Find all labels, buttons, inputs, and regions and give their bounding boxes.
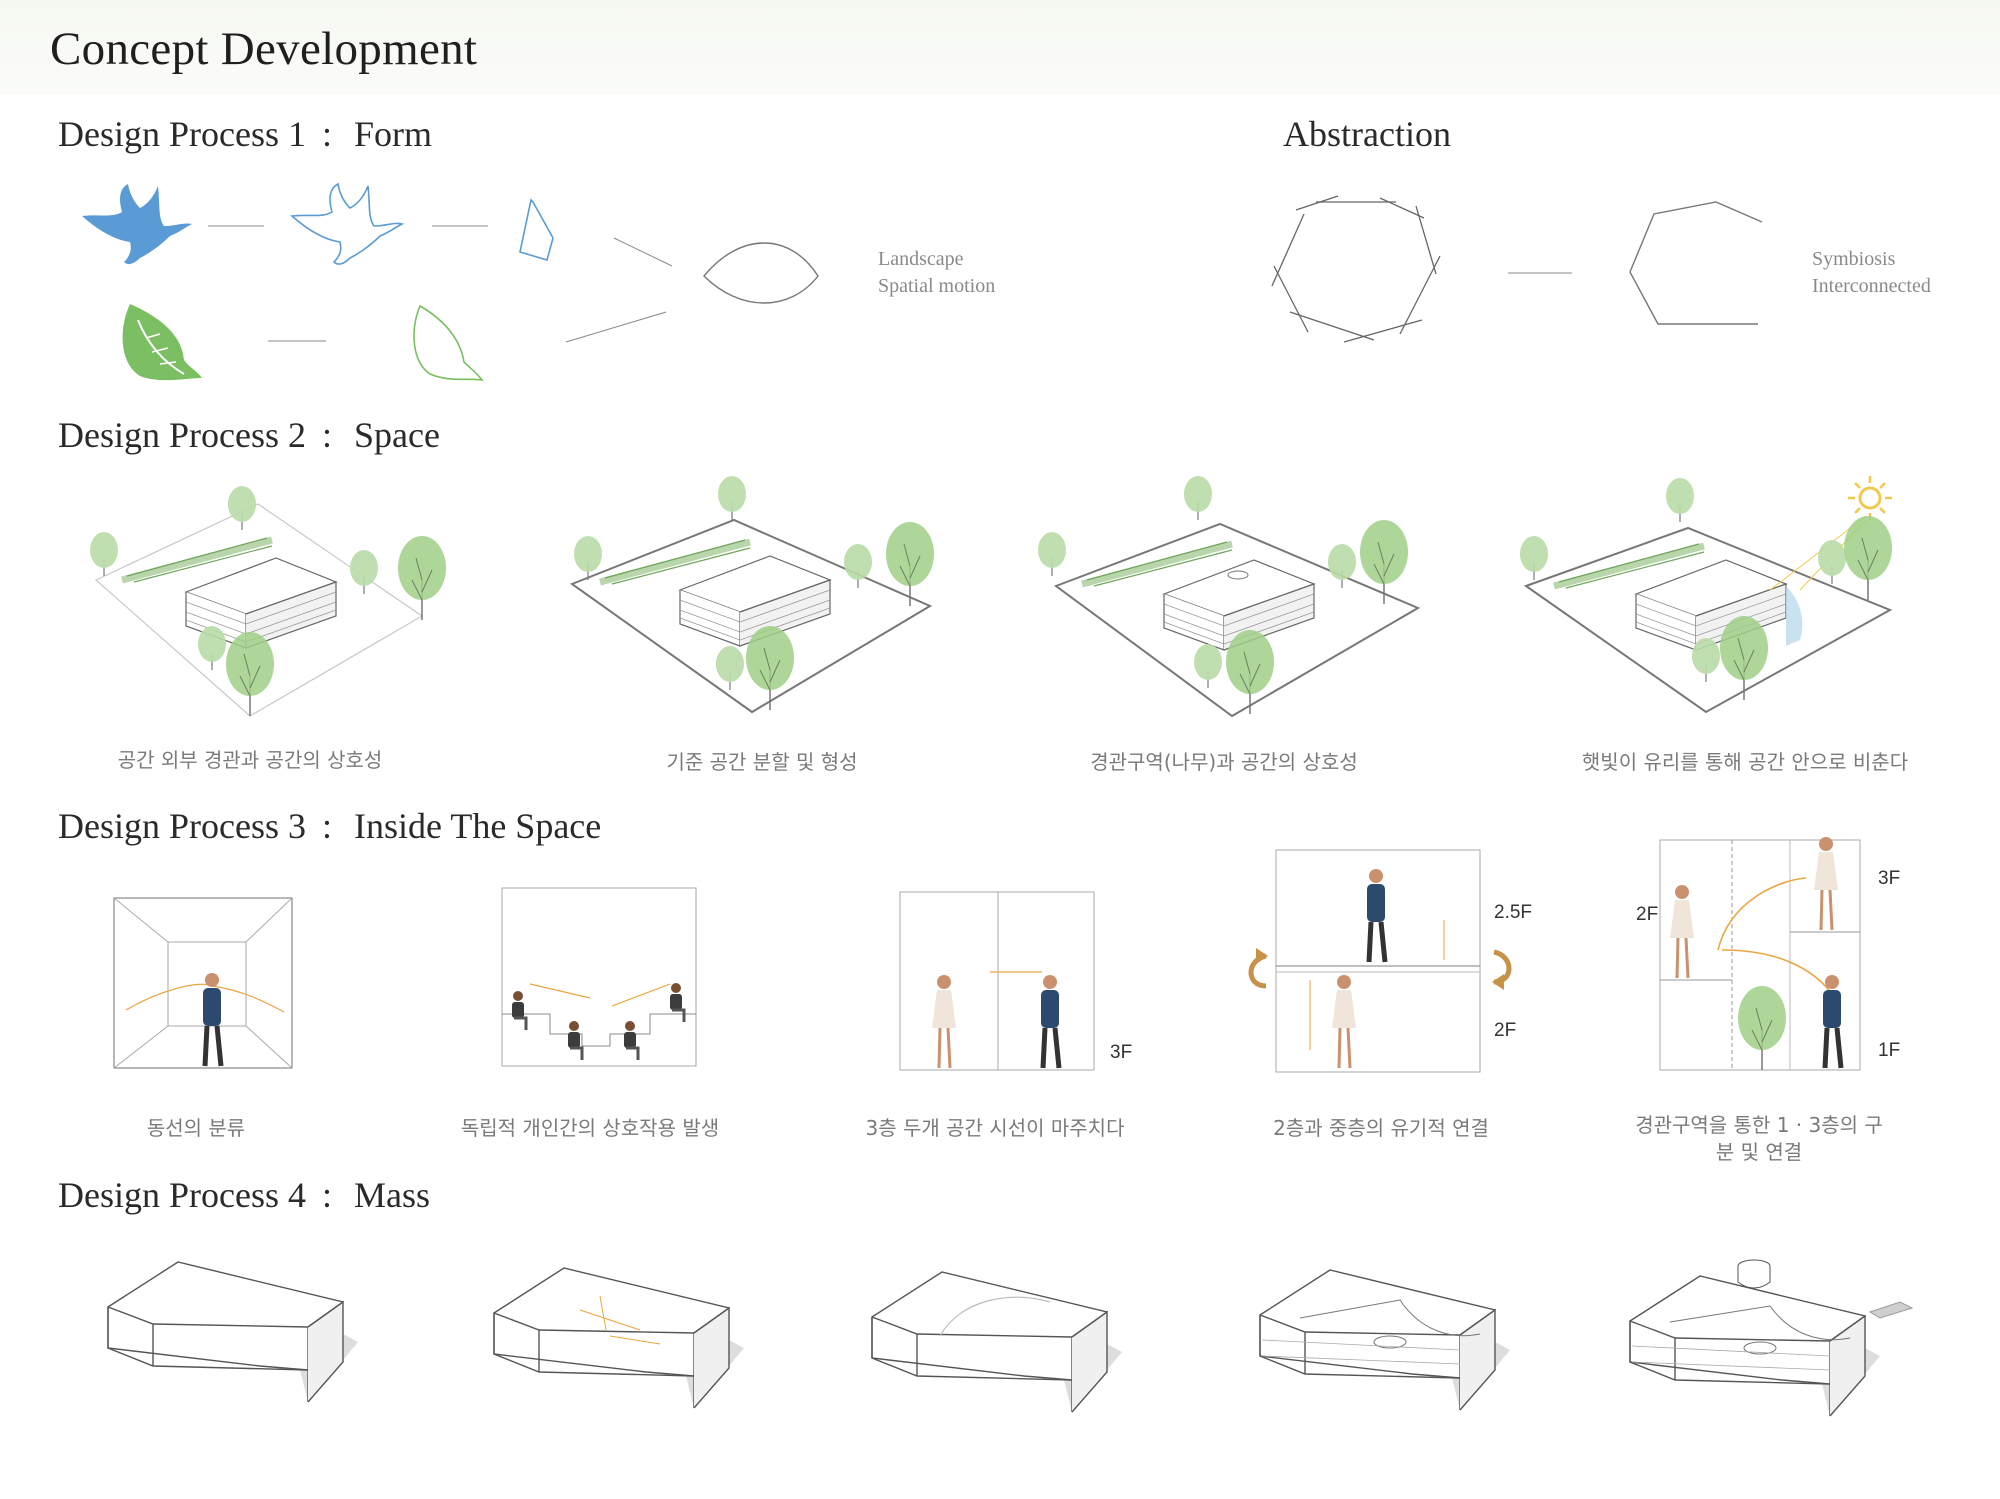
header-band — [0, 0, 2000, 95]
section-1-title: Design Process 1: Form — [58, 113, 432, 155]
inside-caption-1: 동선의 분류 — [146, 1116, 246, 1140]
abstraction-notes: Symbiosis Interconnected — [1812, 246, 1931, 300]
lens-shape — [703, 242, 819, 304]
inside-caption-5: 경관구역을 통한 1 · 3층의 구분 및 연결 — [1635, 1113, 1883, 1164]
page-title: Concept Development — [50, 23, 478, 75]
floor-label-d4-top: 2.5F — [1494, 902, 1533, 923]
mass-step-4 — [1259, 1269, 1511, 1411]
space-diagram-2 — [569, 475, 935, 714]
floor-label-d5-top: 3F — [1878, 868, 1901, 889]
section-1-topic: Form — [354, 114, 433, 154]
rooftop-cylinder — [1737, 1259, 1771, 1289]
abstraction-note-1: Symbiosis — [1812, 248, 1896, 270]
abstraction-title: Abstraction — [1283, 114, 1451, 154]
section-4-label: Design Process 4 — [58, 1175, 306, 1215]
bird-solid-icon — [82, 184, 192, 265]
section-2-topic: Space — [354, 415, 440, 455]
arrow-5 — [565, 311, 667, 343]
inside-caption-3: 3층 두개 공간 시선이 마주치다 — [865, 1116, 1125, 1140]
floating-slab — [1868, 1301, 1914, 1319]
space-diagrams — [89, 475, 1893, 718]
section-1-separator: : — [321, 114, 332, 154]
inside-diagram-1 — [113, 897, 293, 1069]
floor-label-d4-bottom: 2F — [1494, 1020, 1517, 1041]
section-2-title: Design Process 2: Space — [58, 414, 440, 456]
mass-step-2 — [493, 1267, 745, 1409]
bird-abstract-polygon — [519, 198, 554, 261]
inside-diagram-4 — [1248, 849, 1512, 1073]
space-diagram-4 — [1519, 476, 1893, 714]
inside-diagrams — [113, 835, 1861, 1073]
inside-diagram-2 — [501, 887, 697, 1067]
mass-step-3 — [871, 1271, 1123, 1413]
inside-diagram-3 — [899, 891, 1095, 1071]
inside-caption-4: 2층과 중층의 유기적 연결 — [1273, 1116, 1489, 1140]
mass-step-5 — [1629, 1259, 1914, 1417]
section-3-separator: : — [321, 806, 332, 846]
space-caption-3: 경관구역(나무)과 공간의 상호성 — [1090, 750, 1358, 774]
space-caption-2: 기준 공간 분할 및 형성 — [666, 750, 858, 774]
mass-step-1 — [107, 1261, 359, 1403]
arrow-3 — [613, 237, 673, 267]
form-diagram — [82, 182, 1763, 382]
section-4-separator: : — [321, 1175, 332, 1215]
abstraction-note-2: Interconnected — [1812, 275, 1931, 297]
abstraction-polygon-lines — [1271, 195, 1441, 343]
abstraction-open-polygon — [1629, 201, 1763, 325]
floor-label-d5-left: 2F — [1636, 904, 1659, 925]
space-caption-1: 공간 외부 경관과 공간의 상호성 — [117, 748, 383, 772]
section-3-topic: Inside The Space — [354, 806, 602, 846]
section-3-label: Design Process 3 — [58, 806, 306, 846]
section-2-label: Design Process 2 — [58, 415, 306, 455]
section-1-label: Design Process 1 — [58, 114, 306, 154]
section-4-title: Design Process 4: Mass — [58, 1174, 430, 1216]
floor-label-d5-bottom: 1F — [1878, 1040, 1901, 1061]
leaf-outline-icon — [413, 304, 484, 382]
form-notes: Landscape Spatial motion — [878, 246, 995, 300]
bird-outline-icon — [290, 182, 405, 265]
inside-caption-2: 독립적 개인간의 상호작용 발생 — [460, 1116, 720, 1140]
floor-label-d3: 3F — [1110, 1042, 1133, 1063]
section-3-title: Design Process 3: Inside The Space — [58, 805, 601, 847]
form-note-2: Spatial motion — [878, 275, 996, 297]
space-diagram-1 — [89, 485, 447, 717]
space-diagram-3 — [1037, 475, 1421, 718]
section-4-topic: Mass — [354, 1175, 431, 1215]
leaf-solid-icon — [122, 304, 202, 381]
space-caption-4: 햇빛이 유리를 통해 공간 안으로 비춘다 — [1581, 750, 1909, 774]
inside-diagram-5 — [1659, 835, 1861, 1071]
form-note-1: Landscape — [878, 248, 964, 270]
section-2-separator: : — [321, 415, 332, 455]
